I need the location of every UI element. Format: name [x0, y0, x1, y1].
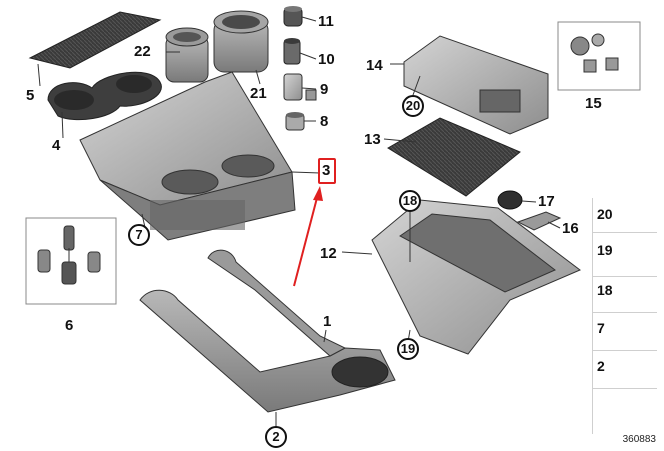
highlight-box-part-3 [318, 158, 336, 184]
callout-21: 21 [250, 85, 267, 102]
legend-divider [593, 350, 657, 351]
part-16-clip [516, 211, 562, 231]
callout-5: 5 [26, 87, 35, 104]
callout-17: 17 [538, 193, 555, 210]
callout-11: 11 [318, 13, 334, 30]
callout-22: 22 [134, 43, 151, 60]
callout-3: 3 [322, 162, 331, 179]
part-4-cupholder-mat [47, 71, 162, 121]
part-12-storage-box [371, 199, 581, 355]
callout-8: 8 [320, 113, 329, 130]
callout-10: 10 [318, 51, 335, 68]
callout-19: 19 [397, 338, 419, 360]
legend-label-2: 2 [597, 358, 605, 374]
callout-4: 4 [52, 137, 61, 154]
part-17-bumper [497, 190, 523, 210]
fastener-legend: 20 19 18 7 2 [592, 198, 657, 434]
callout-2: 2 [265, 426, 287, 448]
callout-6: 6 [65, 317, 74, 334]
callout-16: 16 [562, 220, 579, 237]
legend-divider [593, 312, 657, 313]
diagram-reference-number: 360883 [622, 434, 656, 445]
part-3-console-tray [79, 71, 296, 241]
legend-label-20: 20 [597, 206, 613, 222]
highlight-arrow [293, 186, 323, 287]
part-22-cup-insert [165, 27, 209, 83]
part-21-cup-holder [213, 10, 269, 73]
legend-divider [593, 388, 657, 389]
callout-15: 15 [585, 95, 602, 112]
part-14-bracket [403, 35, 549, 135]
callout-14: 14 [366, 57, 383, 74]
legend-label-18: 18 [597, 282, 613, 298]
part-13-liner-mat [387, 117, 521, 197]
leader-lines [37, 16, 561, 432]
callout-20: 20 [402, 95, 424, 117]
part-1-air-duct [139, 249, 396, 413]
callout-13: 13 [364, 131, 381, 148]
part-10-socket [283, 38, 301, 65]
legend-divider [593, 232, 657, 233]
legend-label-19: 19 [597, 242, 613, 258]
part-11-socket-cap [283, 6, 303, 27]
part-6-cable-set-box [25, 217, 117, 305]
legend-label-7: 7 [597, 320, 605, 336]
legend-divider [593, 276, 657, 277]
callout-9: 9 [320, 81, 329, 98]
callout-18: 18 [399, 190, 421, 212]
part-5-rubber-mat [28, 11, 162, 69]
part-15-fastener-box [557, 21, 641, 91]
callout-1: 1 [323, 313, 332, 330]
part-9-power-socket [283, 73, 317, 101]
callout-12: 12 [320, 245, 337, 262]
part-8-socket-sleeve [285, 112, 305, 131]
callout-7: 7 [128, 224, 150, 246]
